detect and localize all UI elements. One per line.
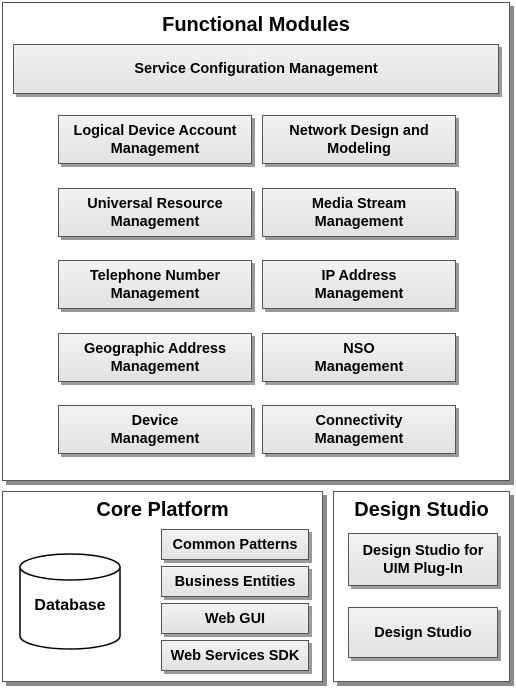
core-item-label: Web Services SDK [170, 647, 300, 664]
module-label: Media Stream Management [311, 195, 407, 230]
web-gui-box: Web GUI [161, 603, 309, 634]
service-configuration-management-box: Service Configuration Management [13, 44, 499, 94]
module-label: Geographic Address Management [83, 340, 227, 375]
ip-address-management-box: IP Address Management [262, 260, 456, 309]
database-label: Database [34, 597, 106, 614]
design-studio-plugin-box: Design Studio for UIM Plug-In [348, 533, 498, 586]
design-studio-title: Design Studio [354, 499, 489, 521]
module-label: Logical Device Account Management [73, 122, 237, 157]
nso-management-box: NSO Management [262, 333, 456, 382]
database-cylinder: Database [19, 553, 121, 650]
universal-resource-management-box: Universal Resource Management [58, 188, 252, 237]
core-item-label: Common Patterns [172, 536, 298, 553]
design-studio-item-label: Design Studio [374, 624, 472, 641]
media-stream-management-box: Media Stream Management [262, 188, 456, 237]
logical-device-account-management-box: Logical Device Account Management [58, 115, 252, 164]
core-item-label: Web GUI [204, 610, 266, 627]
design-studio-box: Design Studio [348, 607, 498, 658]
geographic-address-management-box: Geographic Address Management [58, 333, 252, 382]
design-studio-item-label: Design Studio for UIM Plug-In [362, 542, 484, 577]
common-patterns-box: Common Patterns [161, 529, 309, 560]
functional-modules-title: Functional Modules [162, 14, 350, 36]
design-studio-panel: Design Studio Design Studio for UIM Plug… [333, 491, 510, 682]
functional-modules-panel: Functional Modules Service Configuration… [2, 2, 510, 481]
web-services-sdk-box: Web Services SDK [161, 640, 309, 671]
connectivity-management-box: Connectivity Management [262, 405, 456, 454]
module-label: IP Address Management [314, 267, 404, 302]
module-label: Connectivity Management [314, 412, 404, 447]
core-platform-title: Core Platform [96, 499, 229, 521]
module-label: Network Design and Modeling [289, 122, 429, 157]
module-label: NSO Management [314, 340, 404, 375]
module-label: Device Management [110, 412, 200, 447]
module-label: Telephone Number Management [89, 267, 221, 302]
device-management-box: Device Management [58, 405, 252, 454]
core-item-label: Business Entities [174, 573, 296, 590]
database-icon [19, 553, 121, 650]
service-configuration-management-label: Service Configuration Management [134, 61, 378, 77]
business-entities-box: Business Entities [161, 566, 309, 597]
telephone-number-management-box: Telephone Number Management [58, 260, 252, 309]
module-label: Universal Resource Management [87, 195, 223, 230]
core-platform-panel: Core Platform Database Common Patterns B… [2, 491, 323, 682]
network-design-and-modeling-box: Network Design and Modeling [262, 115, 456, 164]
